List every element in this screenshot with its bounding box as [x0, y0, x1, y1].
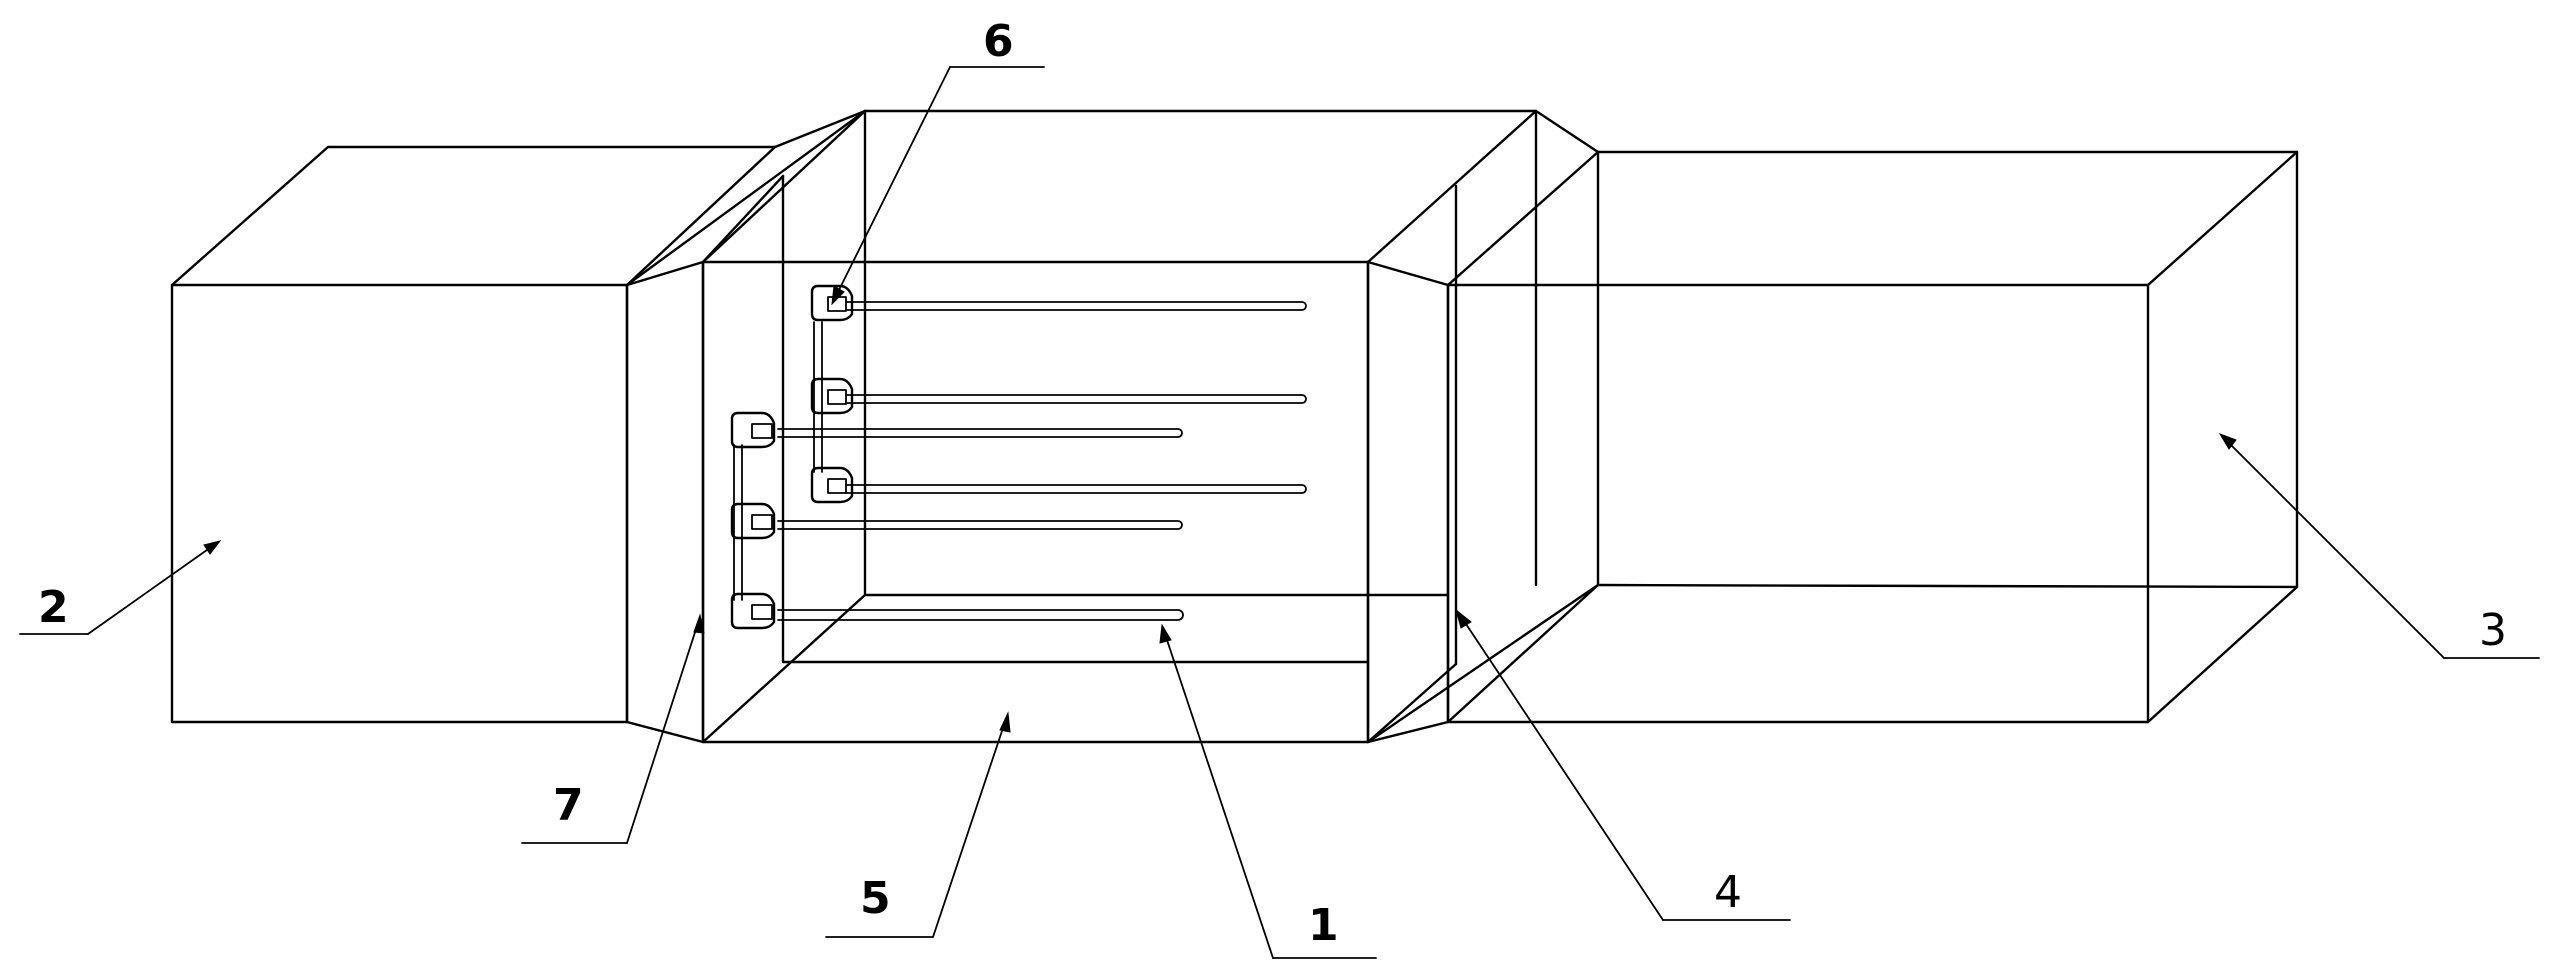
callout-5: 5 [825, 711, 1011, 938]
callout-2-arrowhead [203, 540, 222, 555]
heating-rod [845, 394, 1307, 404]
callout-7-arrowhead [693, 613, 705, 634]
callout-5-arrowhead [999, 711, 1011, 733]
central-box [701, 109, 1538, 744]
heating-rod [845, 301, 1307, 311]
left-transition-top-edge-c [773, 109, 867, 149]
right-transition-bottom-diagonal-b [1446, 583, 1600, 724]
central-box-top-left-edge [701, 109, 867, 264]
label-5: 5 [860, 873, 891, 924]
right-transition-front [1366, 260, 1450, 744]
label-4: 4 [1714, 867, 1742, 918]
right-duct-bottom-right-edge [2146, 585, 2299, 724]
left-transition-front [625, 260, 705, 744]
heating-rod [777, 428, 1183, 438]
callout-4-leader [1461, 617, 1664, 921]
right-duct-top-right-edge [2146, 150, 2299, 287]
right-transition-bottom-diagonal-a [1366, 583, 1600, 744]
callout-2-leader [87, 544, 215, 635]
terminal-connector [730, 411, 776, 449]
label-3: 3 [2479, 605, 2507, 656]
callout-1-leader [1164, 633, 1274, 959]
left-transition-top-edge-a [701, 174, 785, 264]
callout-6-arrowhead [831, 285, 845, 306]
left-transition-top-edge-b [625, 109, 867, 287]
central-box-top-right-edge [1366, 109, 1538, 264]
right-duct-back-bottom-edge [1596, 583, 2299, 589]
right-transition-top-diagonal [1446, 150, 1600, 287]
right-transition-top-edge [1534, 109, 1600, 154]
callout-3: 3 [2218, 433, 2540, 659]
label-6: 6 [983, 16, 1014, 67]
central-box-front-face [701, 260, 1370, 744]
label-1: 1 [1308, 900, 1339, 951]
right-duct-front-face [1446, 283, 2150, 724]
left-transition [625, 109, 867, 744]
callout-7-leader [626, 622, 699, 844]
left-duct-top-edge [170, 145, 777, 287]
callout-2: 2 [19, 540, 222, 635]
heating-elements [730, 284, 1307, 630]
callout-4-arrowhead [1455, 608, 1472, 629]
right-duct [1446, 150, 2299, 724]
heating-rod [845, 484, 1307, 494]
left-duct-front-face [170, 283, 629, 724]
callout-3-arrowhead [2218, 433, 2237, 450]
heating-rod [777, 609, 1184, 621]
heating-rod [777, 520, 1183, 530]
terminal-connector [810, 466, 854, 504]
callout-1: 1 [1159, 623, 1377, 959]
callout-6-leader [835, 66, 951, 297]
terminal-connector [730, 502, 776, 540]
right-transition [1366, 109, 1600, 744]
terminal-connector [730, 592, 776, 630]
callout-3-leader [2225, 439, 2445, 659]
callout-6: 6 [831, 16, 1045, 306]
callout-7: 7 [521, 613, 705, 844]
label-7: 7 [553, 780, 584, 831]
right-transition-bottom-diagonal-c [1366, 662, 1458, 744]
label-2: 2 [38, 582, 69, 633]
callout-1-arrowhead [1159, 623, 1172, 644]
left-duct-top-right-edge [625, 145, 777, 287]
left-duct [170, 145, 777, 724]
terminal-connector [810, 377, 854, 415]
callout-5-leader [932, 721, 1006, 938]
callout-4: 4 [1455, 608, 1791, 921]
